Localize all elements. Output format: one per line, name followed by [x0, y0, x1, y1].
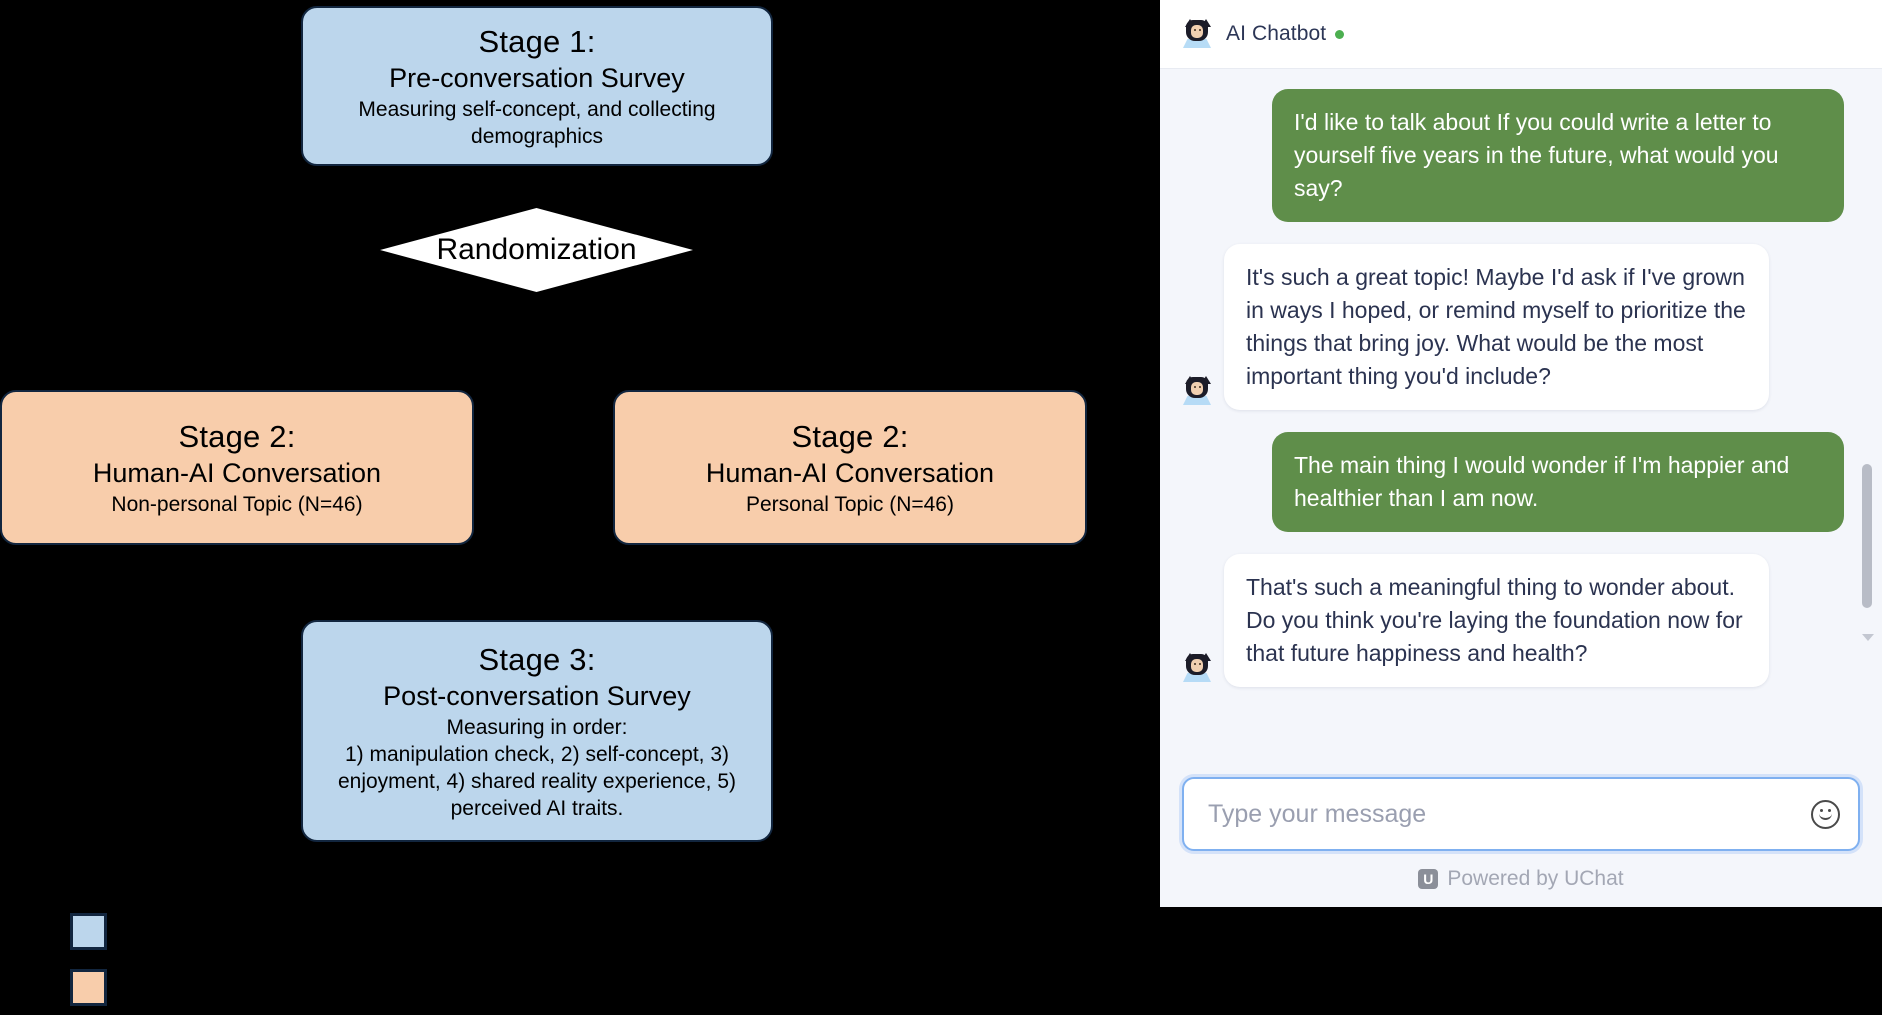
legend-swatch-survey	[70, 912, 107, 950]
ai-chatbot-panel: AI Chatbot I'd like to talk about If you…	[1160, 0, 1882, 907]
flowchart-node-stage2-nonpersonal: Stage 2: Human-AI Conversation Non-perso…	[0, 390, 474, 545]
cat-robot-avatar-icon	[1182, 653, 1212, 683]
message-input-wrapper[interactable]: Type your message	[1182, 777, 1860, 851]
stage3-description: Measuring in order: 1) manipulation chec…	[337, 715, 737, 820]
stage1-description: Measuring self-concept, and collecting d…	[358, 97, 716, 148]
chat-bubble-user: I'd like to talk about If you could writ…	[1272, 89, 1844, 222]
chat-title: AI Chatbot	[1226, 22, 1327, 45]
chat-message-row-bot: It's such a great topic! Maybe I'd ask i…	[1182, 244, 1844, 410]
chat-input-area: Type your message	[1160, 767, 1882, 851]
legend-item	[70, 910, 670, 952]
randomization-label: Randomization	[436, 233, 637, 266]
stage1-subtitle: Pre-conversation Survey	[389, 62, 685, 93]
stage2-right-title: Stage 2:	[791, 418, 909, 454]
online-status-dot-icon	[1335, 29, 1345, 39]
stage3-subtitle: Post-conversation Survey	[383, 680, 691, 711]
chat-scrollbar[interactable]	[1862, 147, 1874, 641]
chat-message-list[interactable]: I'd like to talk about If you could writ…	[1160, 69, 1882, 767]
chat-message-row-user: I'd like to talk about If you could writ…	[1182, 89, 1844, 222]
stage2-left-subtitle: Human-AI Conversation	[92, 457, 382, 488]
cat-robot-avatar-icon	[1182, 376, 1212, 406]
uchat-logo-icon: U	[1418, 869, 1439, 889]
chat-scrollbar-thumb[interactable]	[1862, 463, 1872, 608]
flowchart-node-randomization: Randomization	[380, 208, 693, 292]
chat-bubble-user: The main thing I would wonder if I'm hap…	[1272, 432, 1844, 532]
legend-swatch-conversation	[70, 968, 107, 1006]
chat-bubble-bot: It's such a great topic! Maybe I'd ask i…	[1224, 244, 1769, 410]
stage3-title: Stage 3:	[478, 641, 596, 677]
stage2-left-description: Non-personal Topic (N=46)	[111, 492, 363, 516]
chat-footer: U Powered by UChat	[1160, 851, 1882, 907]
chat-bubble-bot: That's such a meaningful thing to wonder…	[1224, 554, 1769, 687]
flowchart-legend	[70, 910, 670, 1015]
flowchart-node-stage3: Stage 3: Post-conversation Survey Measur…	[301, 620, 773, 842]
stage2-right-subtitle: Human-AI Conversation	[705, 457, 995, 488]
legend-item	[70, 966, 670, 1008]
cat-robot-avatar-icon	[1182, 19, 1212, 49]
message-input[interactable]: Type your message	[1208, 799, 1427, 828]
chat-header: AI Chatbot	[1160, 0, 1882, 69]
stage2-right-description: Personal Topic (N=46)	[746, 492, 954, 516]
smiley-face-icon[interactable]	[1811, 799, 1840, 829]
stage2-left-title: Stage 2:	[178, 418, 296, 454]
flowchart-node-stage2-personal: Stage 2: Human-AI Conversation Personal …	[613, 390, 1087, 545]
flowchart-node-stage1: Stage 1: Pre-conversation Survey Measuri…	[301, 6, 773, 166]
stage1-title: Stage 1:	[478, 23, 596, 59]
powered-by-label: Powered by UChat	[1447, 867, 1624, 890]
chat-message-row-bot: That's such a meaningful thing to wonder…	[1182, 554, 1844, 687]
chat-message-row-user: The main thing I would wonder if I'm hap…	[1182, 432, 1844, 532]
study-design-flowchart: Stage 1: Pre-conversation Survey Measuri…	[0, 6, 1087, 1015]
chevron-down-icon[interactable]	[1862, 634, 1874, 641]
